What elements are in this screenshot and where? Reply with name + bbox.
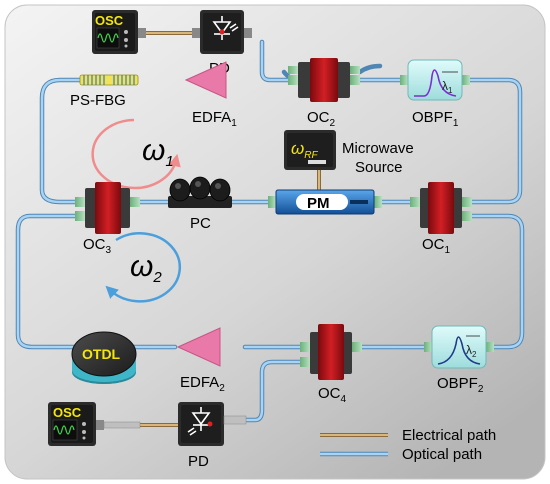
edfa2-amplifier: EDFA2 (176, 327, 225, 394)
oc2-coupler: OC2 (288, 58, 360, 129)
clockwise-arrow-icon (105, 232, 182, 303)
obpf2-filter: λ2 OBPF2 (424, 325, 494, 395)
filter-response-curve-icon (414, 69, 457, 97)
pc-label: PC (190, 215, 211, 232)
phase-modulator: PM (268, 189, 382, 215)
edfa1-amplifier: EDFA1 (184, 61, 237, 129)
lambda1-label: λ1 (442, 79, 453, 95)
microwave-label: Microwave (342, 140, 414, 157)
ps-fbg-label: PS-FBG (70, 92, 126, 109)
oc2-label: OC2 (307, 109, 336, 129)
otdl-delay-line: OTDL (71, 331, 137, 384)
omega2-label: ω2 (130, 250, 162, 286)
photodiode-symbol-icon-2 (187, 407, 211, 436)
edfa1-label: EDFA1 (192, 109, 237, 129)
omega1-loop-indicator: ω1 (91, 118, 181, 190)
pm-label: PM (307, 195, 330, 212)
pd-bottom-label: PD (188, 453, 209, 470)
legend: Electrical path Optical path (320, 427, 496, 463)
counter-clockwise-arrow-icon (91, 118, 181, 190)
electrical-wires (138, 31, 321, 427)
osc-bottom-label: OSC (53, 405, 82, 420)
legend-optical-label: Optical path (402, 446, 482, 463)
obpf1-filter: λ1 OBPF1 (400, 59, 470, 129)
photodetector-bottom: PD (178, 402, 247, 470)
oc3-coupler: OC3 (75, 182, 140, 256)
lambda2-label: λ2 (466, 343, 477, 359)
omega2-loop-indicator: ω2 (105, 232, 182, 303)
photodetector-top: PD (192, 10, 252, 77)
obpf2-label: OBPF2 (437, 375, 484, 395)
omega1-label: ω1 (142, 134, 174, 170)
photodiode-symbol-icon (212, 16, 239, 40)
omega-rf-label: ωRF (291, 139, 318, 161)
oc1-label: OC1 (422, 236, 451, 256)
edfa2-label: EDFA2 (180, 374, 225, 394)
osc-bottom-waveform-icon (53, 425, 75, 435)
oc4-coupler: OC4 (300, 324, 362, 405)
oscilloscope-top: OSC (92, 10, 146, 54)
oscilloscope-bottom: OSC (48, 402, 141, 446)
source-label: Source (355, 159, 403, 176)
amplifier-triangle-icon-2 (176, 327, 221, 367)
polarization-controller: PC (168, 176, 232, 232)
otdl-label: OTDL (82, 346, 121, 362)
filter-response-curve-icon-2 (437, 336, 481, 365)
oc1-coupler: OC1 (410, 182, 472, 256)
oc4-label: OC4 (318, 385, 347, 405)
microwave-source: ωRF Microwave Source (284, 130, 414, 176)
oc3-label: OC3 (83, 236, 112, 256)
amplifier-triangle-icon (184, 61, 227, 99)
osc-top-waveform-icon (97, 33, 119, 43)
osc-top-label: OSC (95, 13, 124, 28)
legend-electrical-label: Electrical path (402, 427, 496, 444)
obpf1-label: OBPF1 (412, 109, 459, 129)
pc-paddles-icon (169, 176, 231, 202)
background-panel (4, 4, 546, 480)
ps-fbg-grating: PS-FBG (70, 74, 139, 109)
grating-lines-icon (83, 75, 135, 85)
